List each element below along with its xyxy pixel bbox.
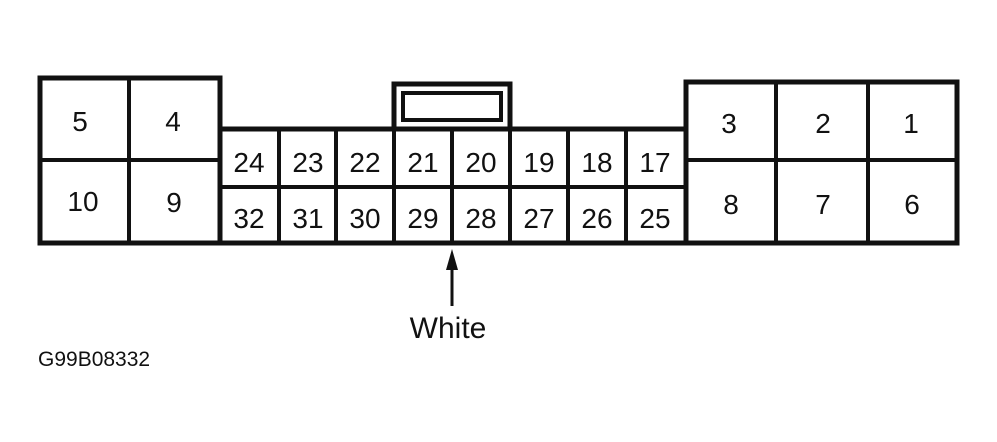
pin-4: 4 <box>165 106 181 137</box>
pin-26: 26 <box>581 203 612 234</box>
pin-31: 31 <box>292 203 323 234</box>
pin-22: 22 <box>349 147 380 178</box>
pin-1: 1 <box>903 108 919 139</box>
pin-2: 2 <box>815 108 831 139</box>
arrowhead-icon <box>446 249 458 270</box>
pin-27: 27 <box>523 203 554 234</box>
pin-32: 32 <box>233 203 264 234</box>
pin-20: 20 <box>465 147 496 178</box>
right-block-pins: 3 2 1 8 7 6 <box>721 108 920 220</box>
pin-30: 30 <box>349 203 380 234</box>
pin-18: 18 <box>581 147 612 178</box>
pin-6: 6 <box>904 189 920 220</box>
left-block-pins: 5 4 10 9 <box>67 106 181 218</box>
pin-23: 23 <box>292 147 323 178</box>
pin-21: 21 <box>407 147 438 178</box>
middle-block-pins: 24 23 22 21 20 19 18 17 32 31 30 29 28 2… <box>233 147 670 234</box>
pin-24: 24 <box>233 147 264 178</box>
pin-28: 28 <box>465 203 496 234</box>
pin-7: 7 <box>815 189 831 220</box>
pin-5: 5 <box>72 106 88 137</box>
pin-19: 19 <box>523 147 554 178</box>
pin-29: 29 <box>407 203 438 234</box>
cell-dividers <box>40 78 957 243</box>
callout-label: White <box>410 312 487 345</box>
pin-17: 17 <box>639 147 670 178</box>
latch-window <box>401 91 503 122</box>
callout-arrow <box>446 249 458 306</box>
pin-3: 3 <box>721 108 737 139</box>
pin-9: 9 <box>166 187 182 218</box>
pin-10: 10 <box>67 186 98 217</box>
pin-25: 25 <box>639 203 670 234</box>
figure-id: G99B08332 <box>38 348 150 371</box>
pin-8: 8 <box>723 189 739 220</box>
